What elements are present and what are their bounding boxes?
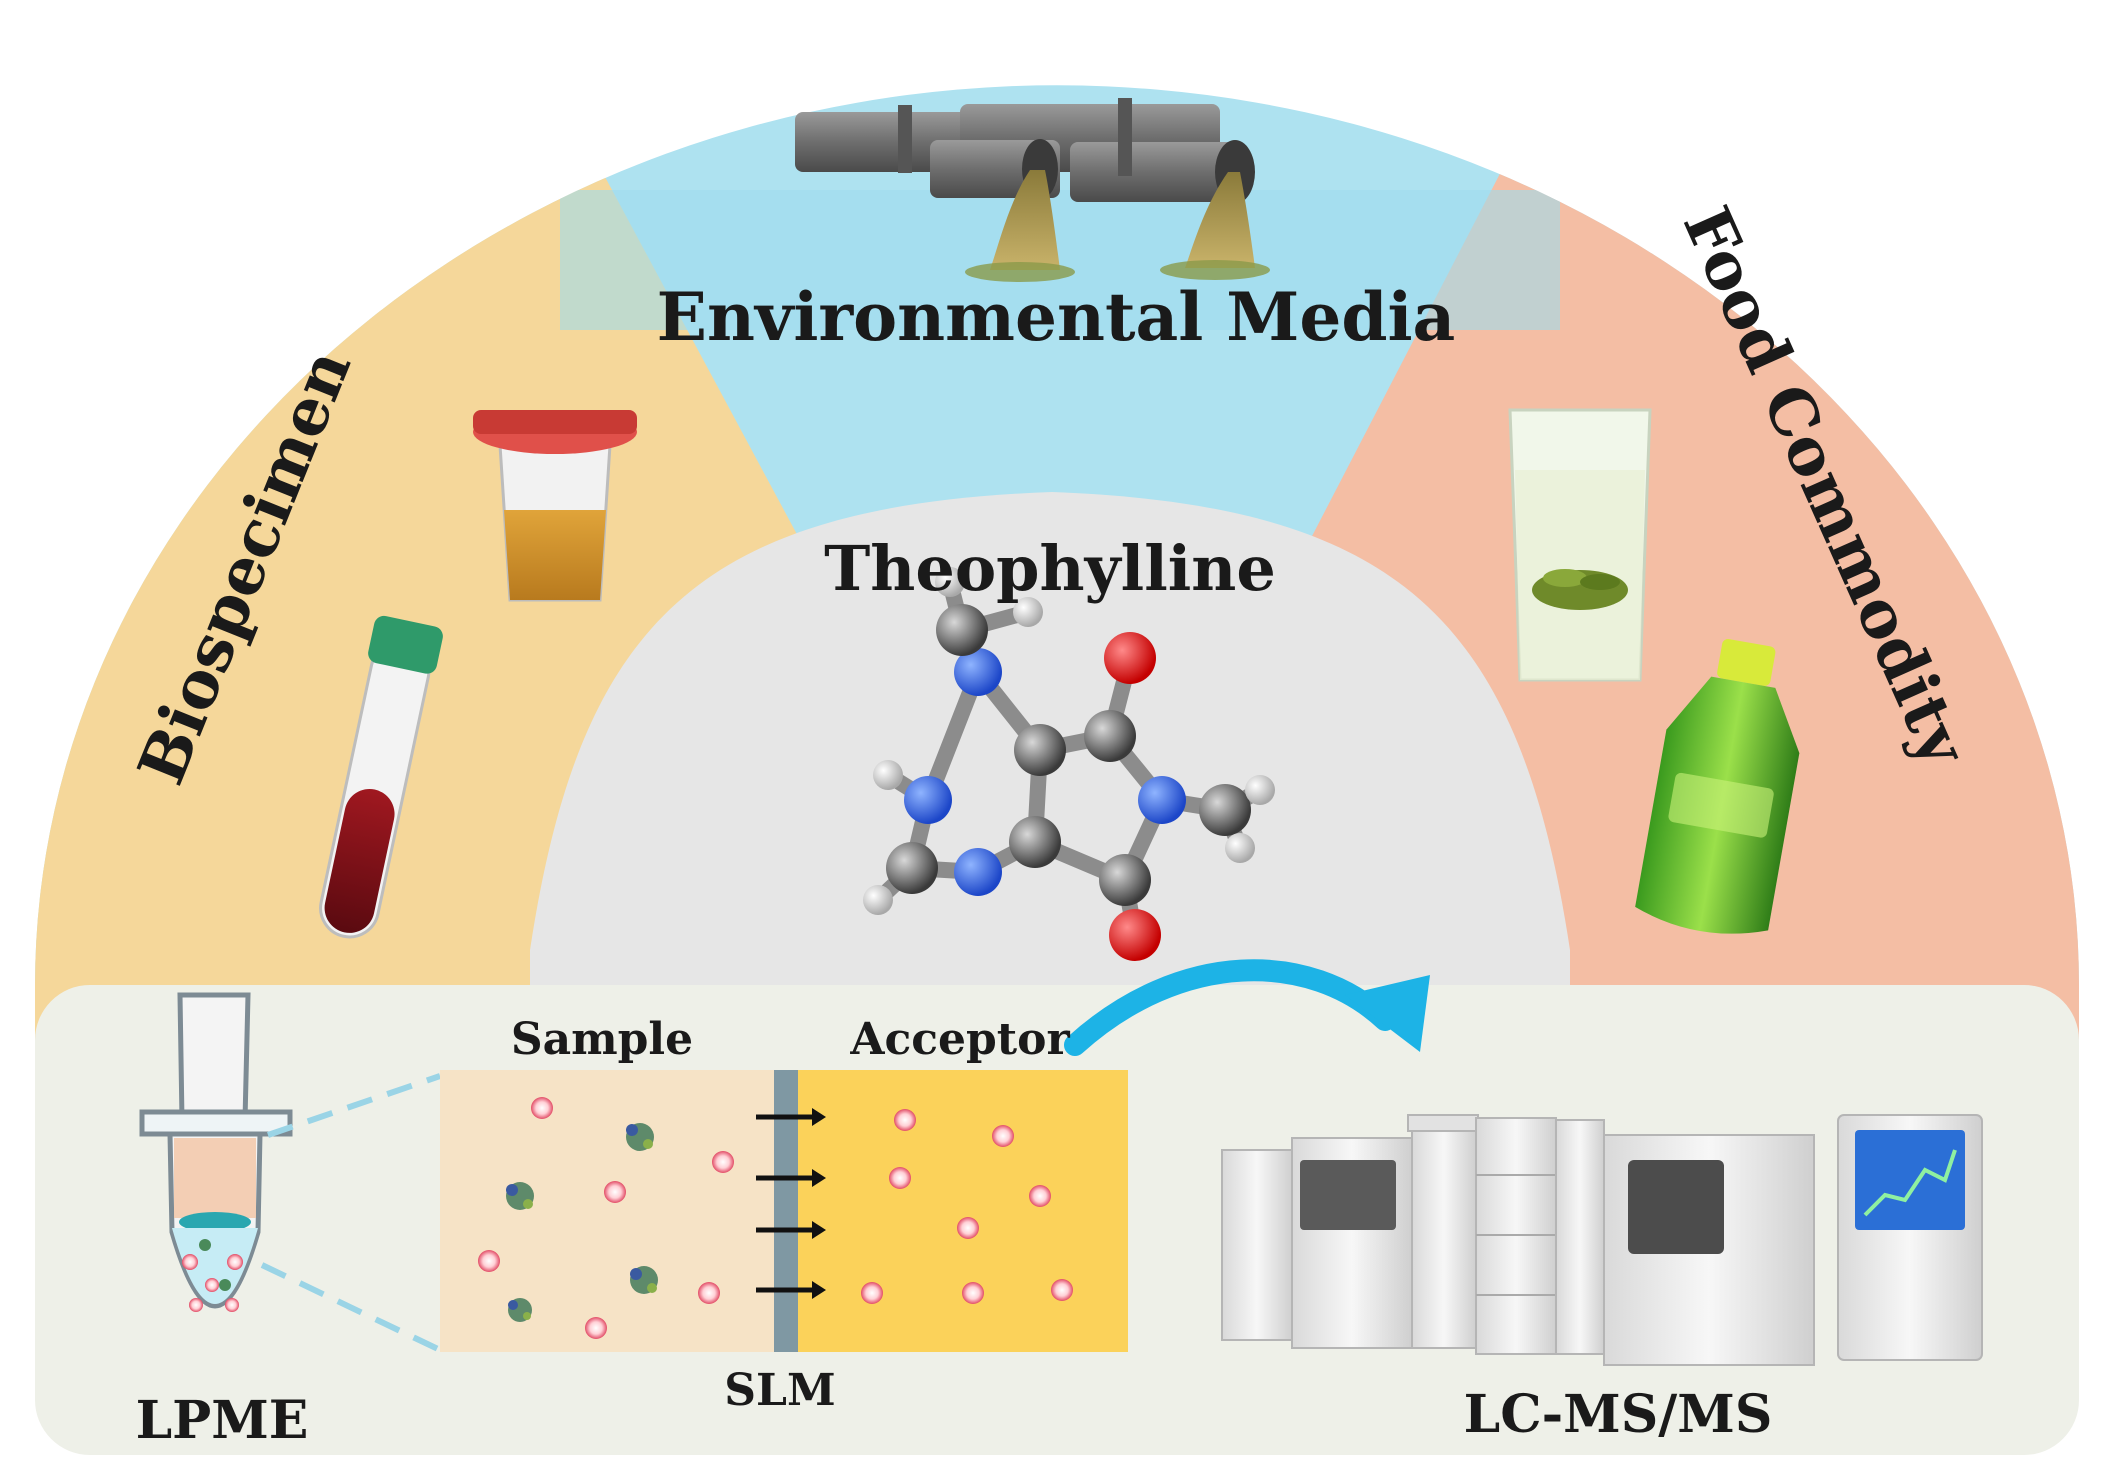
analyte-dot [585, 1317, 607, 1339]
analyte-dot [957, 1217, 979, 1239]
sample-label: Sample [511, 1014, 693, 1065]
acceptor-label: Acceptor [849, 1014, 1070, 1065]
transport-arrow [756, 1108, 826, 1126]
analyte-dot [698, 1282, 720, 1304]
acceptor-phase [796, 1070, 1128, 1352]
analyte-particles [478, 1097, 1073, 1339]
zoom-line-bottom [260, 1262, 442, 1353]
analyte-dot [962, 1282, 984, 1304]
green-tea-bottle-icon [1635, 639, 1800, 934]
analyte-dot [604, 1181, 626, 1203]
matrix-particle-icon [508, 1298, 532, 1322]
analyte-dot [1029, 1185, 1051, 1207]
center-sector-label: Environmental Media [657, 278, 1456, 356]
urine-cup-icon [473, 410, 637, 602]
analyte-dot [531, 1097, 553, 1119]
slm-label: SLM [724, 1365, 835, 1416]
analyte-dot [1051, 1279, 1073, 1301]
analyte-dot [992, 1125, 1014, 1147]
analyte-dot [712, 1151, 734, 1173]
analyte-dot [889, 1167, 911, 1189]
transport-arrow [756, 1169, 826, 1187]
flow-arrow-icon [1064, 959, 1430, 1056]
sample-phase [440, 1070, 776, 1352]
transport-arrows [756, 1108, 826, 1299]
water-surface [560, 190, 1560, 330]
zoom-line-top [267, 1073, 441, 1138]
supported-liquid-membrane [774, 1070, 798, 1352]
analyte-dot [861, 1282, 883, 1304]
lc-ms-ms-instrument-icon [1221, 1114, 1983, 1366]
matrix-particle-icon [626, 1123, 654, 1151]
matrix-particle-icon [630, 1266, 658, 1294]
transport-arrow [756, 1281, 826, 1299]
analyte-dot [478, 1250, 500, 1272]
lpme-label: LPME [136, 1390, 309, 1451]
matrix-particles [506, 1123, 658, 1322]
core-label: Theophylline [824, 532, 1276, 605]
analyte-dot [894, 1109, 916, 1131]
lc-ms-ms-label: LC-MS/MS [1464, 1384, 1773, 1445]
blood-tube-icon [319, 615, 443, 939]
discharge-pipes-icon [795, 98, 1270, 282]
tea-glass-icon [1508, 408, 1652, 682]
lpme-tube-icon [139, 992, 293, 1312]
theophylline-molecule-icon [863, 567, 1275, 961]
transport-arrow [756, 1221, 826, 1239]
matrix-particle-icon [506, 1182, 534, 1210]
